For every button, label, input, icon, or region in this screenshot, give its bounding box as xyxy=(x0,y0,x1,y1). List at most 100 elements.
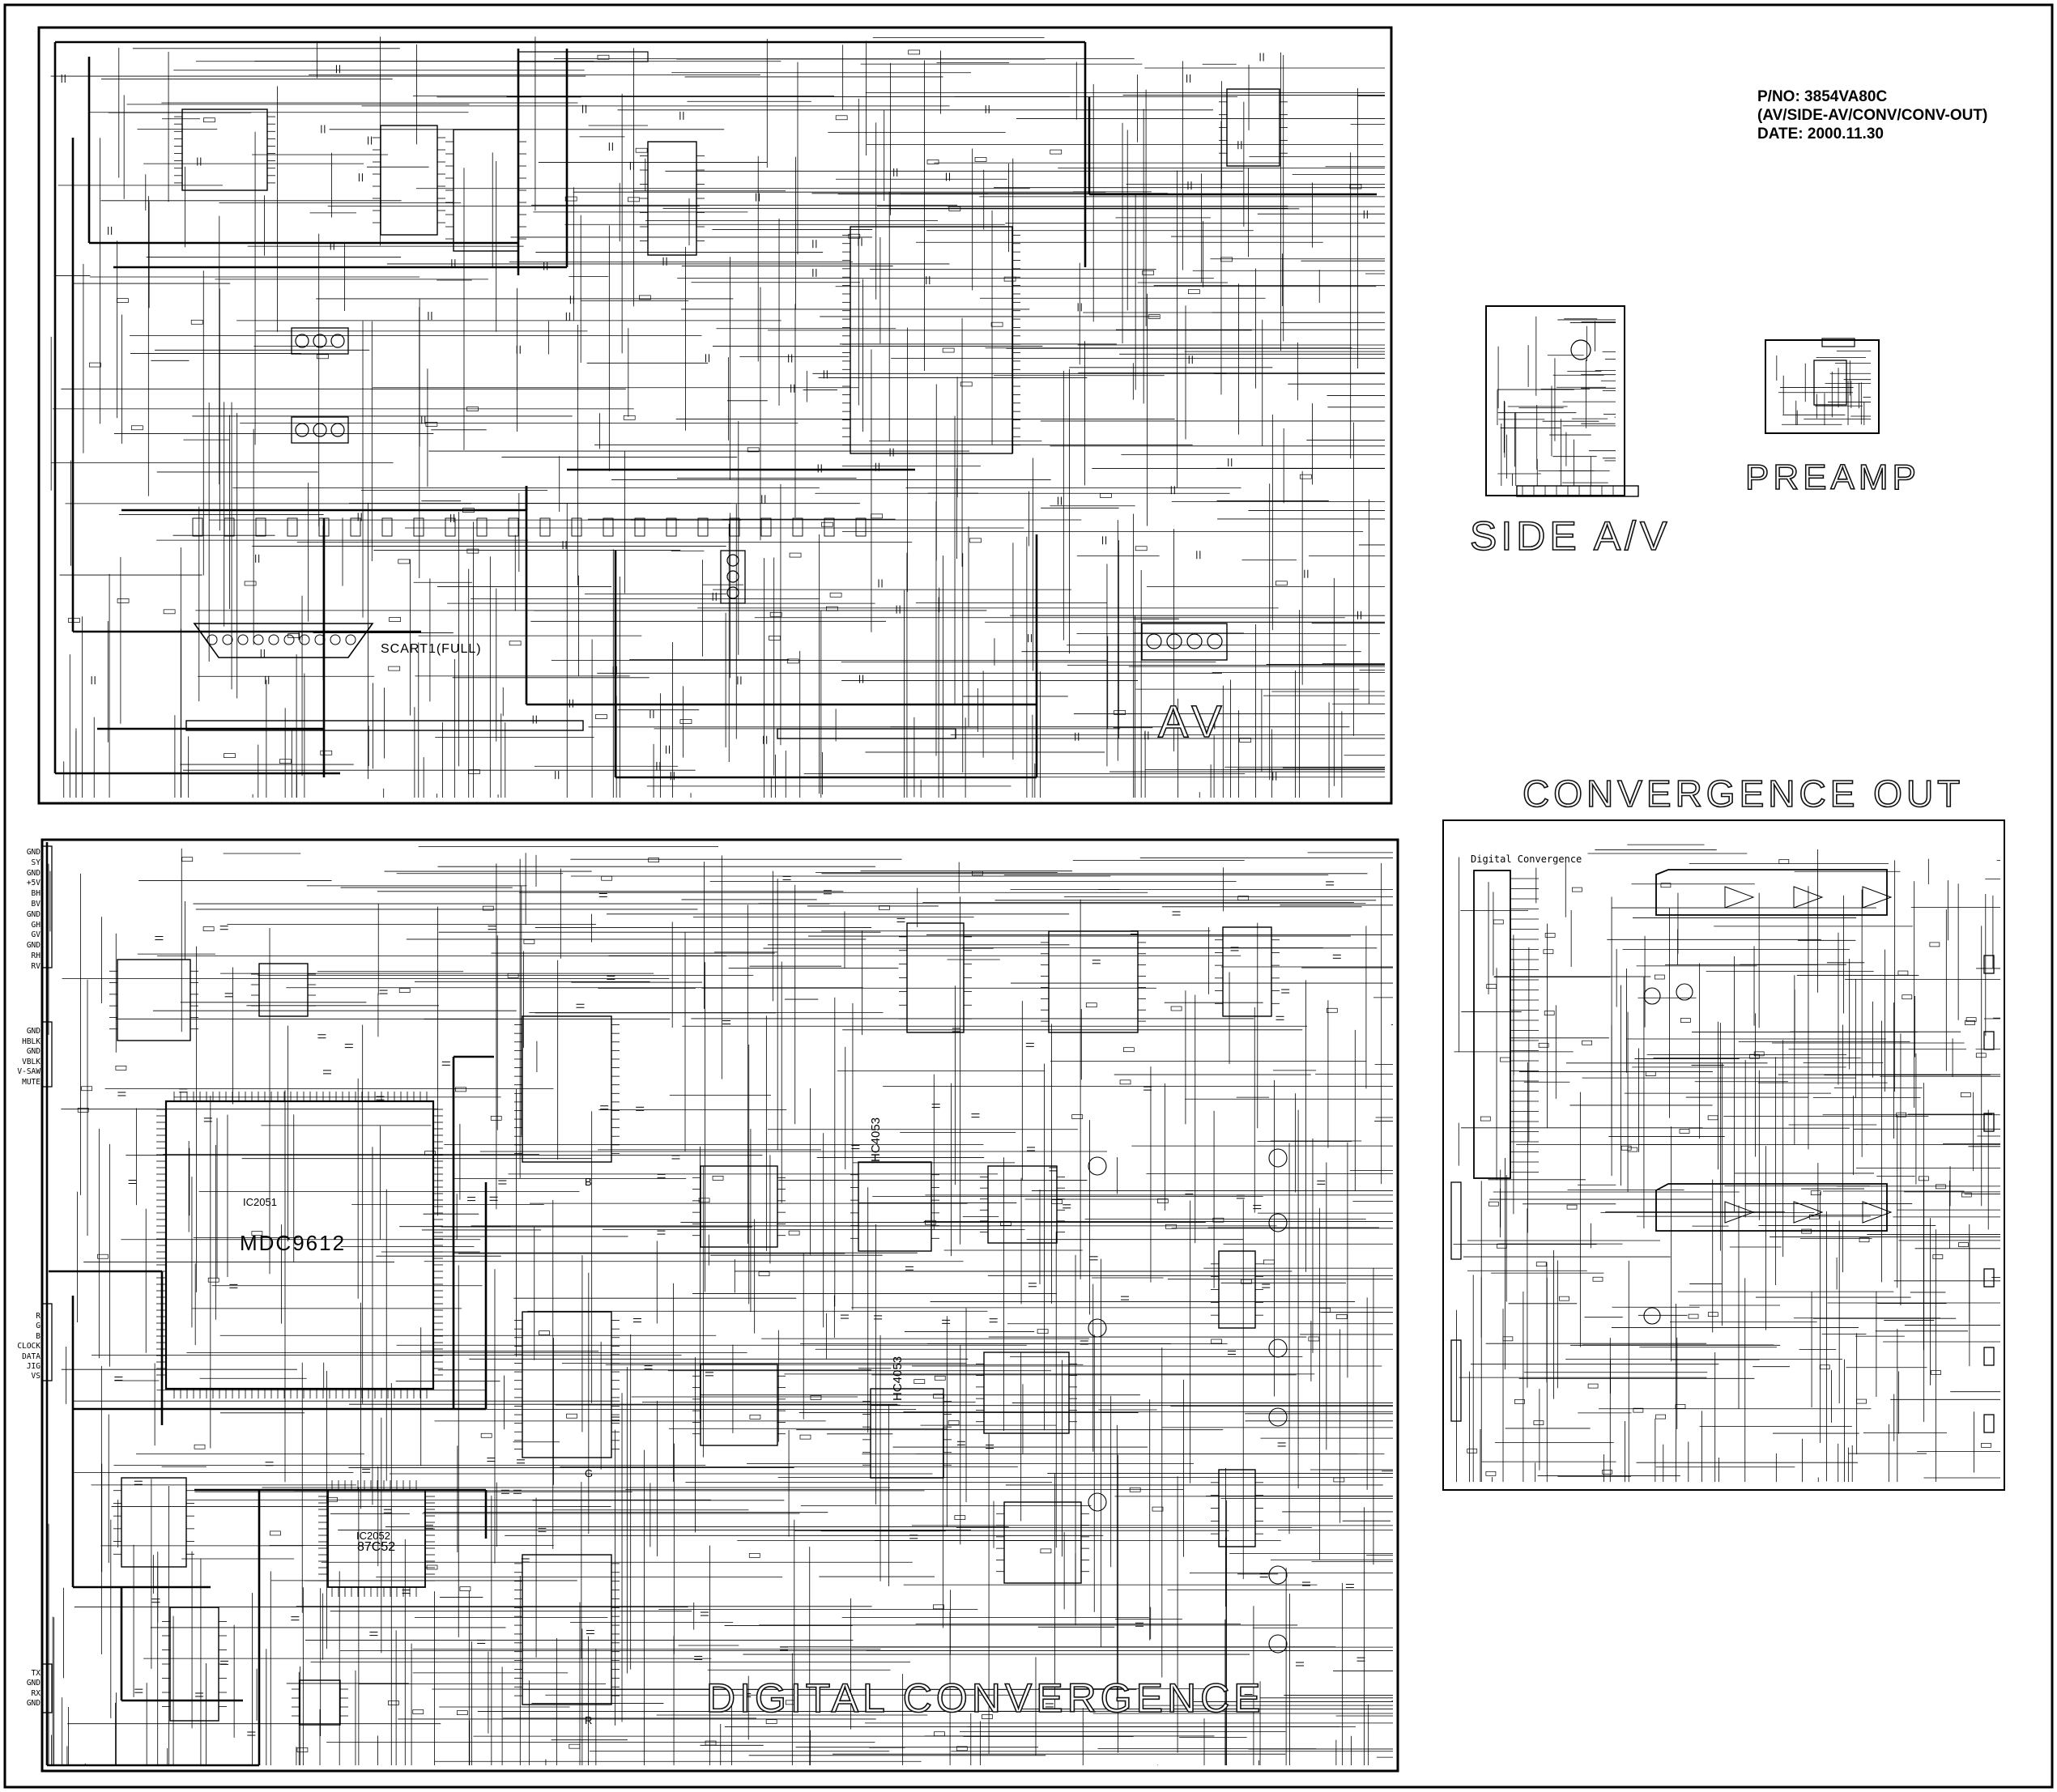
resistor xyxy=(990,321,1003,327)
resistor xyxy=(697,517,709,537)
resistor xyxy=(1276,581,1288,586)
resistor xyxy=(925,1219,936,1225)
resistor xyxy=(1486,984,1497,989)
output-connector xyxy=(1983,1113,1995,1132)
resistor xyxy=(1037,1329,1049,1334)
ic2052-body xyxy=(327,1489,426,1588)
resistor xyxy=(1919,1176,1929,1181)
resistor xyxy=(1602,1470,1612,1475)
resistor xyxy=(1467,1448,1478,1454)
pin-label: B xyxy=(36,1331,40,1341)
resistor xyxy=(1975,1053,1987,1058)
frame-digital-convergence xyxy=(40,838,1399,1773)
resistor xyxy=(1003,276,1016,282)
resistor xyxy=(482,905,494,911)
resistor xyxy=(1688,1313,1699,1319)
resistor xyxy=(748,1553,760,1558)
resistor xyxy=(317,354,329,360)
resistor xyxy=(571,517,582,537)
resistor xyxy=(760,517,772,537)
resistor xyxy=(829,592,842,598)
resistor xyxy=(425,422,438,427)
op-dc-3 xyxy=(1003,1501,1082,1584)
header-p801 xyxy=(185,720,584,731)
resistor xyxy=(1308,1336,1320,1342)
speaker-screw xyxy=(1166,633,1182,649)
amp-symbol xyxy=(1724,886,1755,909)
resistor xyxy=(1156,1198,1169,1203)
resistor xyxy=(97,1254,109,1259)
output-connector xyxy=(1983,955,1995,974)
ic-opamp-left xyxy=(117,959,191,1041)
hc4053-1 xyxy=(858,1161,932,1252)
speaker-terminal xyxy=(1141,623,1228,661)
resistor xyxy=(1488,1201,1499,1207)
scart-shell xyxy=(193,623,374,658)
resistor xyxy=(194,1444,206,1449)
pin-label: G xyxy=(36,1322,40,1331)
resistor xyxy=(508,517,519,537)
resistor xyxy=(203,117,215,123)
resistor xyxy=(320,750,333,756)
resistor xyxy=(933,1394,944,1399)
conv-in-connector xyxy=(1450,1339,1462,1422)
frame-side-av xyxy=(1485,305,1625,496)
resistor xyxy=(192,517,203,537)
resistor xyxy=(712,1176,724,1181)
hc4053-upper-label: HC4053 xyxy=(869,1117,883,1162)
resistor xyxy=(244,581,257,586)
resistor xyxy=(77,1107,89,1113)
resistor xyxy=(942,347,955,353)
resistor xyxy=(810,1395,822,1400)
resistor xyxy=(1085,1002,1097,1008)
resistor xyxy=(1778,859,1790,864)
transistor xyxy=(1268,1565,1288,1585)
resistor xyxy=(934,1375,946,1381)
amp-symbol xyxy=(1724,1201,1755,1224)
resistor xyxy=(1148,314,1161,319)
resistor xyxy=(412,1709,424,1714)
op-b xyxy=(700,1165,778,1248)
resistor xyxy=(789,552,802,558)
amp-symbol xyxy=(1793,886,1824,909)
resistor xyxy=(1212,1217,1224,1223)
ic2051-reference: IC2051 xyxy=(243,1196,277,1208)
pin-label: RX xyxy=(31,1688,40,1698)
speaker-screw xyxy=(1146,633,1162,649)
resistor xyxy=(468,769,480,774)
rca-hole xyxy=(295,334,309,348)
resistor xyxy=(705,1740,717,1746)
resistor xyxy=(855,517,867,537)
section-title-digital-convergence: DIGITAL CONVERGENCE xyxy=(705,1675,1265,1722)
resistor xyxy=(960,381,973,387)
transistor xyxy=(1088,1492,1107,1512)
amp-symbol xyxy=(1862,1201,1893,1224)
resistor xyxy=(509,641,522,646)
edge-connector xyxy=(41,1021,53,1088)
resistor xyxy=(1538,1042,1549,1048)
resistor xyxy=(948,1420,960,1425)
resistor xyxy=(462,508,475,513)
resistor xyxy=(480,1432,492,1438)
resistor xyxy=(1960,1092,1971,1097)
rca-hole xyxy=(330,423,345,437)
side-jack xyxy=(1570,339,1591,360)
resistor xyxy=(792,517,803,537)
ic-dc-c xyxy=(1222,926,1272,1017)
pin-label: DATA xyxy=(22,1351,40,1361)
rca-hole xyxy=(313,423,327,437)
transistor xyxy=(1643,1307,1661,1325)
resistor xyxy=(1929,942,1940,947)
resistor xyxy=(1114,710,1126,715)
resistor xyxy=(1543,949,1554,955)
resistor xyxy=(635,147,648,153)
drawing-date: DATE: 2000.11.30 xyxy=(1757,126,1884,143)
resistor xyxy=(1654,974,1665,980)
transistor xyxy=(1643,987,1661,1005)
resistor xyxy=(1050,149,1063,155)
pin-label: CLOCK xyxy=(17,1342,40,1351)
op-g xyxy=(700,1364,778,1446)
resistor xyxy=(1592,1276,1603,1282)
resistor xyxy=(389,617,401,622)
resistor xyxy=(934,1731,945,1737)
